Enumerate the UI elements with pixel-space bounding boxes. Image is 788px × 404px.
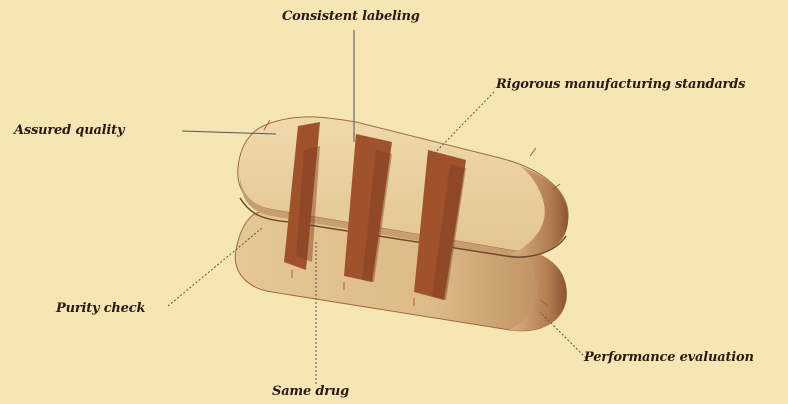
label-consistent-labeling: Consistent labeling	[282, 9, 420, 24]
label-rigorous-standards: Rigorous manufacturing standards	[496, 77, 745, 92]
label-assured-quality: Assured quality	[14, 123, 124, 138]
label-same-drug: Same drug	[272, 384, 349, 399]
label-performance-evaluation: Performance evaluation	[584, 350, 754, 365]
label-purity-check: Purity check	[56, 301, 145, 316]
